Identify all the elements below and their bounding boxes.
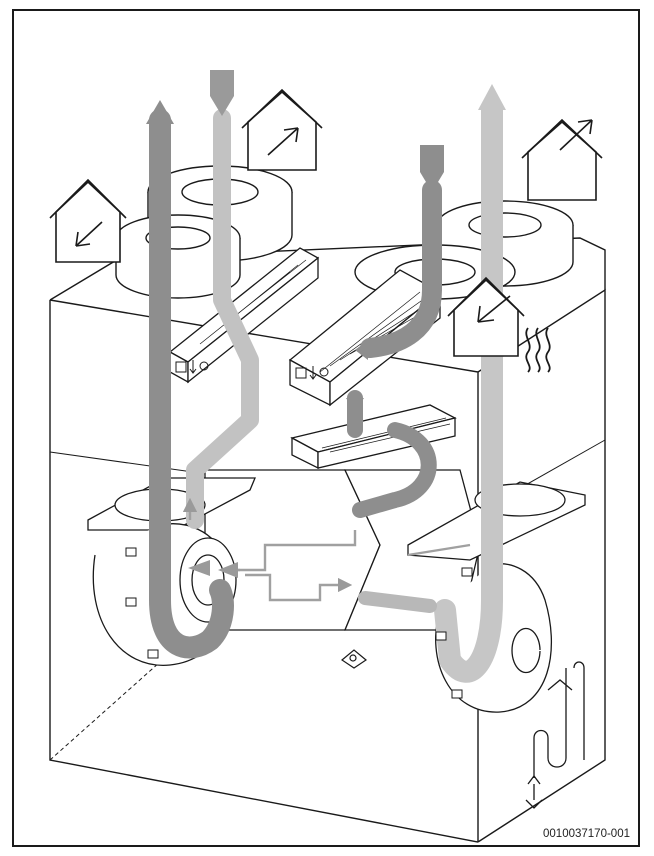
airflow-paths: [149, 97, 503, 683]
heat-waves-icon: [525, 327, 551, 373]
inlet-arrows: [188, 560, 238, 578]
airflow-arrowheads: [146, 70, 506, 412]
drain-stubs: [340, 649, 368, 669]
house-arrow-up-right-icon: [241, 88, 323, 171]
condensate-drain: [525, 661, 585, 809]
house-arrow-down-left-icon: [49, 178, 127, 263]
bypass-lines: [182, 497, 471, 602]
fan-clips: [125, 547, 473, 699]
top-spigots: [115, 165, 574, 300]
house-arrow-in-heat-icon: [447, 276, 525, 357]
house-arrow-up-right-icon: [521, 118, 603, 201]
filter-labels: [175, 360, 329, 380]
figure-id-label: 0010037170-001: [543, 828, 630, 840]
filter-pleats: [199, 259, 451, 453]
